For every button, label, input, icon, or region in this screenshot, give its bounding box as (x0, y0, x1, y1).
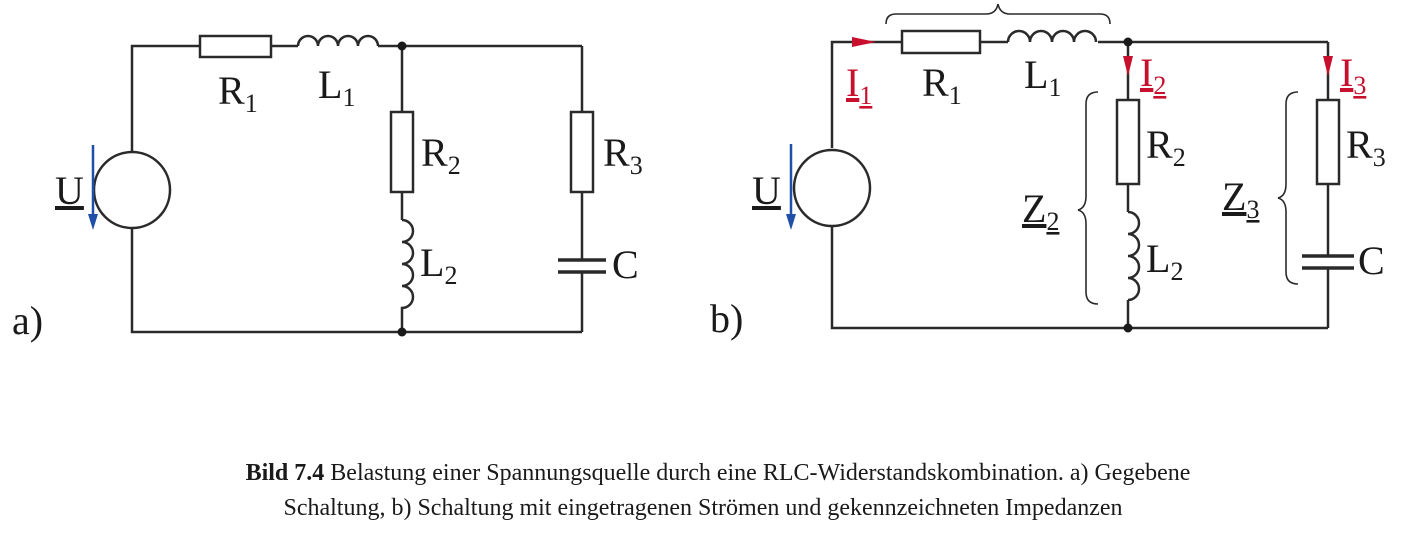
resistor-r2-a (389, 110, 415, 194)
brace-z3 (1277, 91, 1299, 285)
top-brace (885, 3, 1111, 25)
label-r1-b: R1 (922, 60, 962, 110)
resistor-r1-b (900, 29, 982, 55)
caption-line-2: Schaltung, b) Schaltung mit eingetragene… (283, 495, 1122, 521)
inductor-l2-b (1127, 210, 1141, 302)
resistor-r3-b (1315, 98, 1341, 186)
circuit-b: U I1 R1 L1 I2 R2 L2 Z2 I3 R3 (710, 3, 1386, 341)
brace-z2 (1077, 91, 1099, 305)
resistor-r1-a (198, 34, 273, 59)
label-r3-b: R3 (1346, 122, 1386, 172)
label-r1-a: R1 (218, 68, 258, 118)
label-c-a: C (612, 242, 639, 287)
label-l1-b: L1 (1024, 52, 1061, 102)
current-arrow-i3 (1323, 56, 1333, 76)
circuit-a: U R1 L1 R2 L2 R3 C a) (12, 34, 643, 343)
label-z2: Z2 (1022, 186, 1059, 236)
circuit-b-wires (830, 40, 1330, 330)
resistor-r3-a (569, 110, 595, 194)
label-i2: I2 (1140, 50, 1166, 100)
label-i3: I3 (1340, 50, 1366, 100)
label-r3-a: R3 (603, 130, 643, 180)
voltage-source-a (88, 145, 172, 230)
inductor-l2-a (400, 218, 415, 310)
panel-label-b: b) (710, 296, 743, 341)
capacitor-c-b (1302, 254, 1354, 270)
label-l2-a: L2 (420, 240, 457, 290)
label-l2-b: L2 (1146, 236, 1183, 286)
circuit-a-wires (130, 44, 584, 334)
capacitor-c-a (558, 258, 606, 274)
inductor-l1-b (1006, 29, 1098, 43)
junction-dot (397, 327, 407, 337)
label-z3: Z3 (1222, 174, 1259, 224)
label-c-b: C (1358, 238, 1385, 283)
caption-line-1: Bild 7.4 Belastung einer Spannungsquelle… (246, 460, 1191, 486)
panel-label-a: a) (12, 298, 43, 343)
current-arrow-i1 (852, 37, 876, 47)
junction-dot (397, 41, 407, 51)
label-r2-b: R2 (1146, 122, 1186, 172)
label-l1-a: L1 (318, 62, 355, 112)
inductor-l1-a (296, 34, 380, 47)
source-label-a: U (55, 168, 84, 213)
junction-dot (1123, 323, 1133, 333)
voltage-source-b (786, 144, 872, 230)
resistor-r2-b (1115, 98, 1141, 186)
source-label-b: U (752, 168, 781, 213)
figure-caption: Bild 7.4 Belastung einer Spannungsquelle… (246, 460, 1191, 521)
label-i1: I1 (846, 60, 872, 110)
current-arrow-i2 (1123, 56, 1133, 76)
label-r2-a: R2 (421, 130, 461, 180)
junction-dot (1123, 37, 1133, 47)
